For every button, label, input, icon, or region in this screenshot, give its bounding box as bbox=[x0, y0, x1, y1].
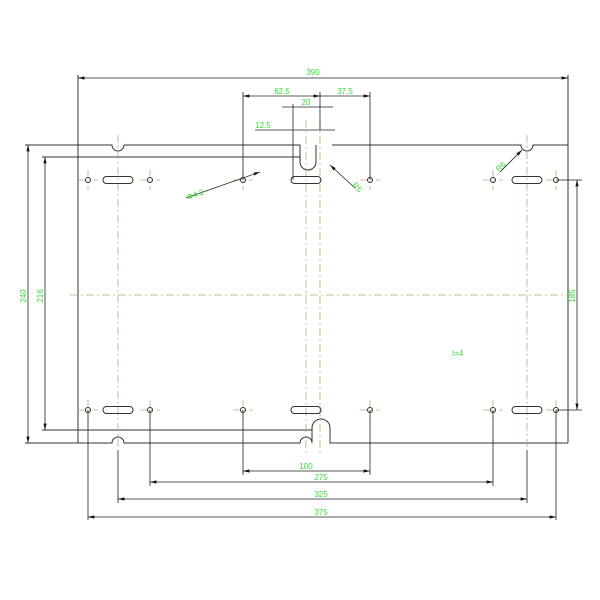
dim-185: 185 bbox=[568, 289, 577, 303]
dim-37-5: 37.5 bbox=[337, 87, 353, 96]
dim-slot-radius: R5 bbox=[350, 181, 364, 195]
hole bbox=[147, 177, 153, 183]
dim-100: 100 bbox=[299, 462, 313, 471]
thickness-note: t=4 bbox=[452, 349, 464, 358]
dim-375: 375 bbox=[314, 508, 328, 517]
slot bbox=[511, 406, 543, 414]
slot bbox=[102, 406, 134, 414]
slot bbox=[102, 176, 134, 184]
dim-390: 390 bbox=[306, 68, 320, 77]
dimension-lines bbox=[26, 76, 582, 520]
hole bbox=[490, 177, 496, 183]
dim-216: 216 bbox=[36, 289, 45, 303]
hole bbox=[85, 177, 91, 183]
slot bbox=[290, 406, 322, 414]
slot bbox=[511, 176, 543, 184]
plate-outline bbox=[25, 75, 569, 444]
dim-275: 275 bbox=[314, 473, 328, 482]
dim-62-5: 62.5 bbox=[274, 87, 290, 96]
dim-325: 325 bbox=[314, 490, 328, 499]
dim-20: 20 bbox=[302, 98, 311, 107]
slot bbox=[290, 176, 322, 184]
dim-hole-diameter: Φ4.2 bbox=[186, 187, 206, 202]
centerlines bbox=[70, 120, 575, 455]
dim-notch-radius: R6 bbox=[494, 159, 508, 173]
dim-240: 240 bbox=[19, 289, 28, 303]
dim-12-5: 12.5 bbox=[255, 121, 271, 130]
